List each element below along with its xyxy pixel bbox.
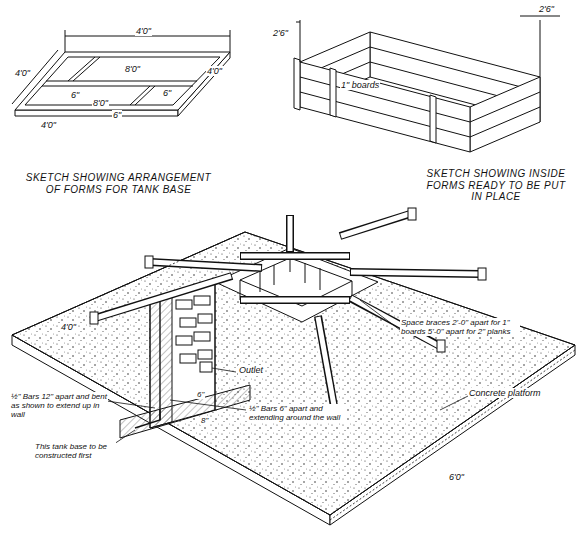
sketch-caption: SKETCH SHOWING ARRANGEMENT OF FORMS FOR …	[20, 172, 217, 195]
sketch-caption: SKETCH SHOWING INSIDE FORMS READY TO BE …	[420, 168, 572, 203]
dimension-label: 4'0"	[40, 120, 57, 130]
dimension-label: 6"	[196, 390, 205, 399]
dimension-label: 8'0"	[92, 98, 109, 108]
dimension-label: 6"	[112, 110, 122, 120]
leaders	[12, 232, 575, 520]
dimension-label: 6"	[70, 90, 80, 100]
dimension-label: 6'0"	[448, 472, 465, 482]
inside-forms	[294, 16, 560, 152]
dimension-label: 1" boards	[340, 80, 380, 90]
dimension-label: Outlet	[238, 365, 264, 375]
dimension-label: 8"	[200, 416, 209, 425]
dimension-label: Concrete platform	[468, 388, 542, 398]
dimension-label: 4'0"	[14, 68, 31, 78]
dimension-label: 4'0"	[60, 322, 77, 332]
dimension-label: ½" Bars 12" apart and bent as shown to e…	[10, 392, 108, 420]
dimension-label: 4'0"	[206, 66, 223, 76]
tank-pit	[215, 248, 378, 322]
braces	[90, 208, 486, 420]
dimension-label: 2'6"	[272, 28, 289, 38]
dimension-label: ½" Bars 6" apart and extending around th…	[248, 404, 346, 422]
dimension-label: 4'0"	[135, 26, 152, 36]
dimension-label: This tank base to be constructed first	[34, 442, 116, 460]
dimension-label: 2'6"	[538, 4, 555, 14]
base-forms	[12, 30, 230, 116]
dimension-label: 8'0"	[124, 64, 141, 74]
platform	[12, 232, 575, 525]
dimension-label: 6"	[162, 88, 172, 98]
dimension-label: Space braces 2'-0" apart for 1" boards 5…	[400, 318, 520, 336]
